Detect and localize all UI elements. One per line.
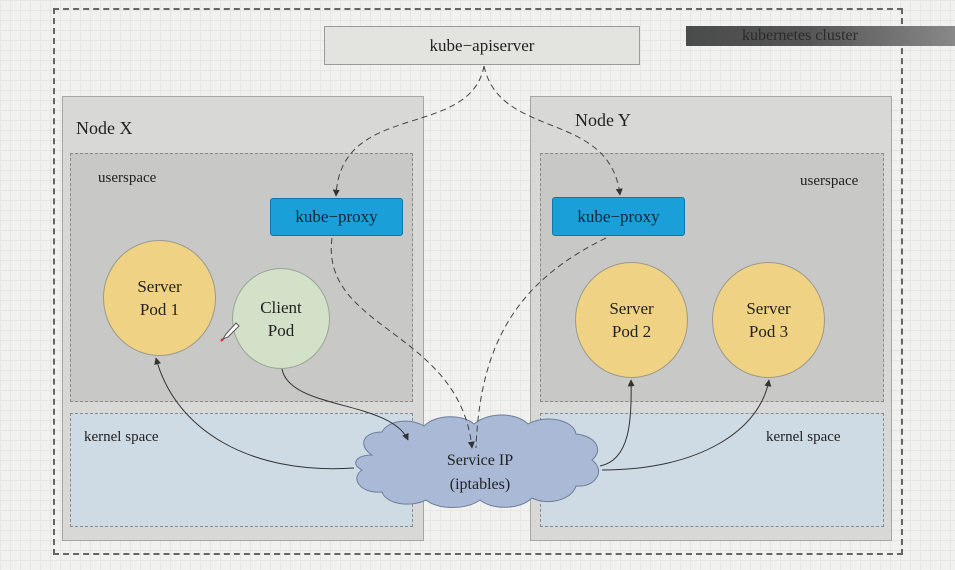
proxy-y-to-service-arrow [475, 237, 607, 449]
service-ip-label: Service IP (iptables) [380, 448, 580, 498]
client-pod-line1: Client [260, 297, 302, 317]
server-pod-2-line1: Server [609, 299, 654, 318]
node-x-kernel-label: kernel space [84, 429, 159, 445]
node-x-kube-proxy: kube−proxy [270, 198, 403, 236]
server-pod-1-line1: Server [137, 277, 182, 296]
server-pod-2: Server Pod 2 [575, 262, 688, 378]
kube-apiserver-box: kube−apiserver [324, 26, 640, 65]
server-pod-1: Server Pod 1 [103, 240, 216, 356]
service-to-server-pod-1-arrow [154, 357, 355, 470]
client-pod-line2: Pod [267, 320, 295, 340]
server-pod-3-line1: Server [746, 299, 791, 318]
service-to-server-pod-3-arrow [601, 379, 772, 471]
node-y-kernel-label: kernel space [766, 429, 841, 445]
kubernetes-cluster-boundary [53, 8, 903, 555]
node-x-userspace-label: userspace [98, 170, 157, 186]
server-pod-2-line2: Pod 2 [611, 322, 652, 341]
server-pod-1-line2: Pod 1 [139, 300, 180, 319]
apiserver-to-proxy-x-arrow [332, 65, 485, 197]
pen-cursor-icon [220, 322, 240, 342]
node-y-title: Node Y [575, 110, 631, 130]
node-x-title: Node X [76, 118, 133, 138]
cluster-label: kubernetes cluster [686, 26, 955, 46]
node-y-userspace-label: userspace [800, 173, 859, 189]
service-to-server-pod-2-arrow [599, 379, 635, 467]
service-ip-cloud [355, 414, 599, 508]
client-pod: Client Pod [232, 268, 330, 369]
server-pod-3: Server Pod 3 [712, 262, 825, 378]
server-pod-3-line2: Pod 3 [748, 322, 789, 341]
service-ip-line1: Service IP [446, 452, 514, 469]
service-ip-line2: (iptables) [449, 476, 511, 493]
node-x-kernel-space [70, 413, 413, 527]
client-to-service-arrow [281, 368, 409, 441]
proxy-x-to-service-arrow [330, 237, 475, 449]
node-y-kube-proxy: kube−proxy [552, 197, 685, 236]
apiserver-to-proxy-y-arrow [483, 65, 623, 196]
